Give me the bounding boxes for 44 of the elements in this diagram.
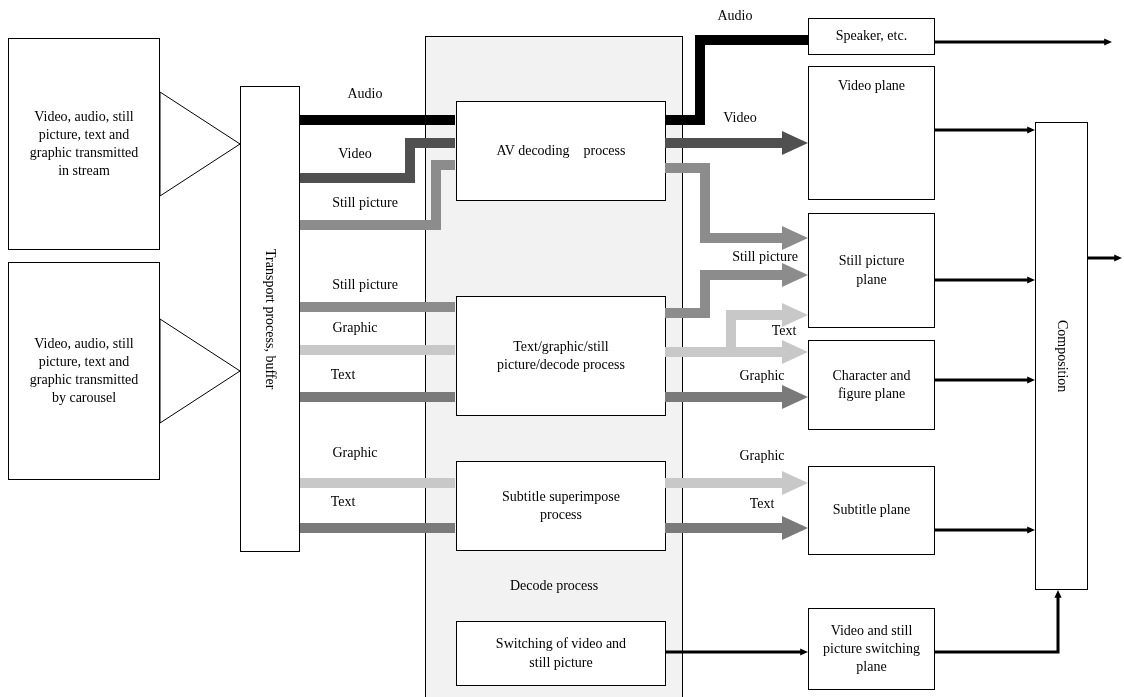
process-box: Switching of video and still picture [456, 621, 666, 686]
plane-box: Video plane [808, 66, 935, 200]
process-box: AV decoding process [456, 101, 666, 201]
process-box: Text/graphic/still picture/decode process [456, 296, 666, 416]
edge-label: Text [771, 323, 797, 339]
edge-label: Still picture [732, 249, 798, 265]
process-box: Speaker, etc. [808, 18, 935, 55]
edge-label: Text [330, 367, 356, 383]
arrow [159, 91, 241, 197]
edge-label: Text [749, 496, 775, 512]
plane-box: Subtitle plane [808, 466, 935, 555]
edge-label: Audio [347, 86, 383, 102]
plane-box: Video and still picture switching plane [808, 608, 935, 690]
arrow [935, 126, 1035, 134]
edge-label: Still picture [332, 277, 398, 293]
band-label: Decode process [508, 577, 600, 595]
edge-label: Graphic [332, 320, 378, 336]
arrow [935, 276, 1035, 284]
edge-label: Video [338, 146, 372, 162]
arrow [935, 38, 1112, 46]
process-box: Subtitle superimpose process [456, 461, 666, 551]
plane-box: Character and figure plane [808, 340, 935, 430]
arrow [935, 526, 1035, 534]
arrow [665, 648, 808, 656]
input-box: Video, audio, still picture, text and graphic transmitted by carousel [8, 262, 160, 480]
arrow [935, 590, 1062, 654]
process-box: Transport process, buffer [240, 86, 300, 552]
edge-label: Still picture [332, 195, 398, 211]
edge-label: Text [330, 494, 356, 510]
arrow [665, 131, 808, 155]
arrow [1088, 254, 1122, 262]
arrow [935, 376, 1035, 384]
input-box: Video, audio, still picture, text and graphic transmitted in stream [8, 38, 160, 250]
arrow [159, 318, 241, 424]
edge-label: Audio [717, 8, 753, 24]
edge-label: Graphic [332, 445, 378, 461]
edge-label: Graphic [739, 448, 785, 464]
arrow [665, 163, 808, 250]
arrow [665, 385, 808, 409]
plane-box: Still picture plane [808, 213, 935, 328]
arrow [665, 471, 808, 495]
process-box: Composition [1035, 122, 1088, 590]
edge-label: Graphic [739, 368, 785, 384]
edge-label: Video [723, 110, 757, 126]
